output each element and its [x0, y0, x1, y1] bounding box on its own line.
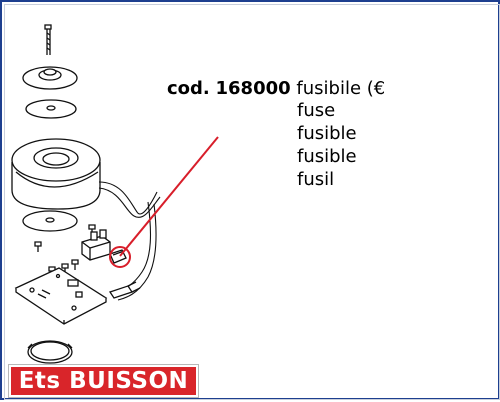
top-washer — [22, 66, 78, 90]
translation-portuguese: fusil — [297, 169, 335, 190]
coil-body — [11, 138, 101, 210]
middle-plate — [22, 210, 78, 232]
bolt — [44, 24, 52, 55]
code-number: 168000 — [215, 78, 291, 99]
base-plate — [14, 267, 108, 325]
pointer-line — [119, 136, 219, 257]
gasket-ring — [27, 340, 73, 364]
highlight-circle — [109, 246, 131, 268]
translation-spanish: fusible — [297, 146, 357, 167]
screws — [34, 224, 96, 277]
connector — [108, 281, 141, 299]
thin-plate — [25, 99, 77, 119]
translation-english: fuse — [297, 100, 336, 121]
part-description: cod. 168000 fusibile (€ fuse fusible fus… — [167, 78, 385, 191]
brand-logo: Ets BUISSON — [8, 364, 199, 398]
code-label: cod. — [167, 78, 210, 99]
brand-logo-text: Ets BUISSON — [18, 368, 189, 394]
translation-italian: fusibile (€ — [296, 78, 386, 99]
translation-french: fusible — [297, 123, 357, 144]
code-line: cod. 168000 fusibile (€ — [167, 78, 385, 99]
terminal-block — [81, 229, 111, 261]
